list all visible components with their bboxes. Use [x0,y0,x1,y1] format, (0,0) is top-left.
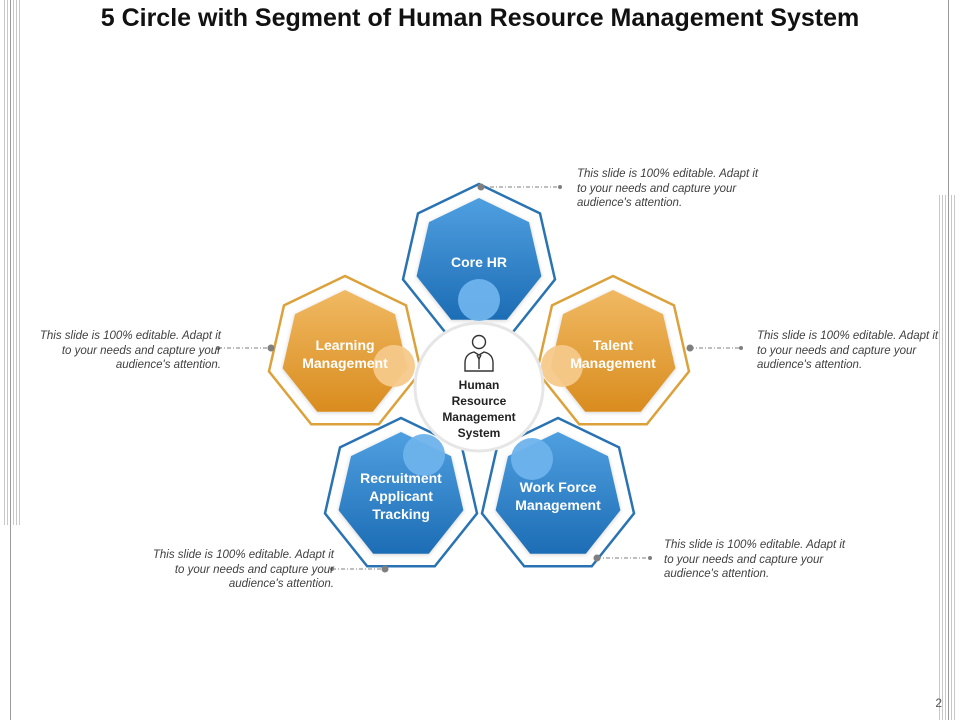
connector-dot-bottom-left [381,565,389,573]
segment-bubble [458,279,500,321]
segment-bubble [403,434,445,476]
frame-line-left-4 [13,0,14,525]
center-label-line: System [458,426,501,440]
segment-label-line: Management [570,355,656,371]
businessman-icon [464,334,494,372]
segment-fill [550,290,676,412]
frame-line-left-3 [7,0,8,525]
segment-label-line: Management [515,497,601,513]
frame-line-left-2 [4,0,5,525]
frame-line-right-4 [945,195,946,720]
center-label-line: Resource [452,394,507,408]
segment-label-line: Management [302,355,388,371]
frame-line-left-5 [16,0,17,525]
segment-label-line: Core HR [451,254,507,270]
page-number: 2 [935,696,942,710]
connector-dot-left-end [216,346,220,350]
connector-dot-top [477,183,485,191]
segment-label-line: Recruitment [360,470,442,486]
note-bottom-left: This slide is 100% editable. Adapt it to… [152,549,334,590]
segment-label-line: Learning [315,337,374,353]
connector-dot-right [686,344,694,352]
segment-label-line: Tracking [372,506,430,522]
connector-dot-bottom-right-end [648,556,652,560]
connector-dot-bottom-right [593,554,601,562]
note-left: This slide is 100% editable. Adapt it to… [39,330,221,371]
segment-label-line: Talent [593,337,634,353]
frame-line-right-6 [954,195,955,720]
slide-title: 5 Circle with Segment of Human Resource … [100,4,860,32]
frame-line-left [10,0,11,720]
note-right: This slide is 100% editable. Adapt it to… [757,330,939,371]
segment-bubble [373,345,415,387]
frame-line-right-3 [942,195,943,720]
frame-line-right-5 [951,195,952,720]
connector-dot-top-end [558,185,562,189]
segment-fill [282,290,408,412]
segment-label-line: Applicant [369,488,433,504]
segment-core-hr: Core HR [401,182,557,334]
frame-line-left-6 [19,0,20,525]
connector-dot-right-end [739,346,743,350]
segment-fill [416,198,542,320]
frame-line-right [948,0,949,720]
segment-bubble [541,345,583,387]
connector-dot-left [267,344,275,352]
center-label-line: Human [459,378,500,392]
frame-line-right-2 [939,195,940,720]
note-bottom-right: This slide is 100% editable. Adapt it to… [664,539,846,580]
segment-label-line: Work Force [520,479,597,495]
segment-bubble [511,438,553,480]
connector-dot-bottom-left-end [330,567,334,571]
center-hub: Human Resource Management System [413,321,545,453]
note-top-right: This slide is 100% editable. Adapt it to… [577,168,759,209]
center-label-line: Management [442,410,515,424]
